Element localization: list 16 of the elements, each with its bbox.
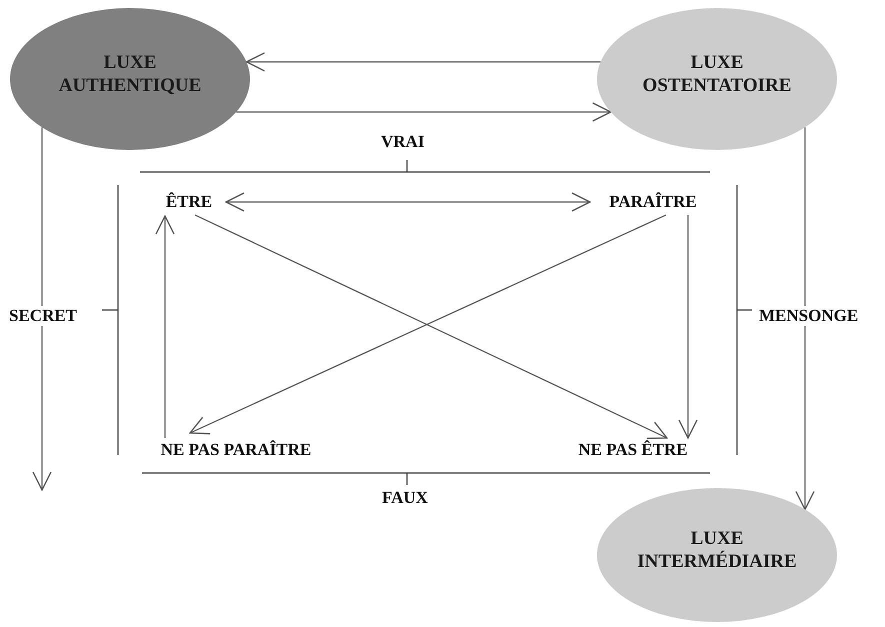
arrow [32,127,52,491]
concept-label: NE PAS PARAÎTRE [136,438,336,462]
arrow [246,52,600,72]
node-label: LUXE OSTENTATOIRE [642,52,792,98]
arrow [225,192,591,212]
axis-label: MENSONGE [758,306,860,326]
concept-label: PARAÎTRE [594,190,712,214]
node-label: LUXE AUTHENTIQUE [58,52,202,98]
node-label: LUXE INTERMÉDIAIRE [636,528,798,574]
axis-label: SECRET [8,306,78,326]
arrow [155,215,175,438]
concept-label: ÊTRE [156,190,222,214]
arrow [795,127,815,510]
concept-label: NE PAS ÊTRE [560,438,706,462]
arrow [236,102,612,122]
arrow [678,215,698,439]
